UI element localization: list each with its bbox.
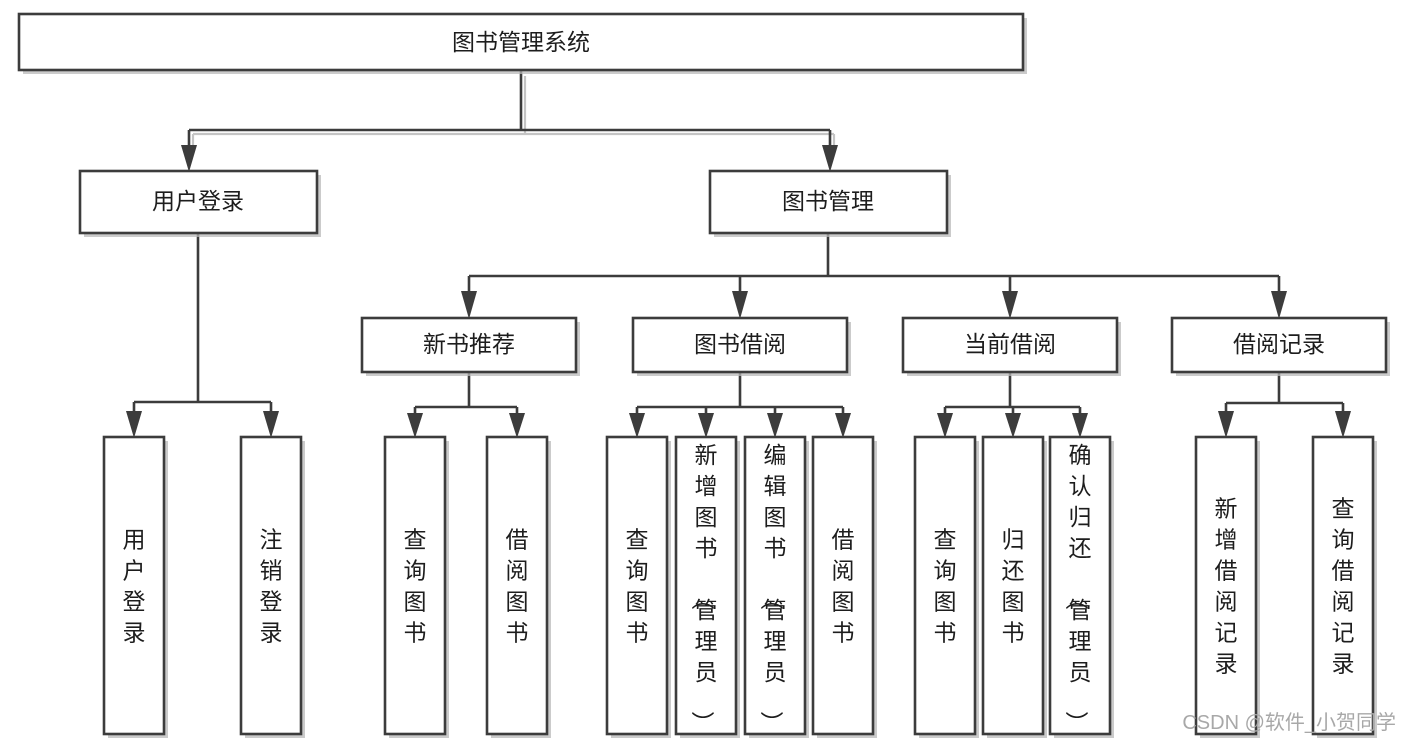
node-leaf-user-logout-box[interactable] xyxy=(239,435,303,736)
node-leaf-query-book-borrow[interactable]: 查询图书 xyxy=(605,435,671,738)
node-book-borrow-box[interactable] xyxy=(631,316,849,374)
node-leaf-query-borrow-record[interactable]: 查询借阅记录 xyxy=(1311,435,1377,738)
node-borrow-records[interactable]: 借阅记录 xyxy=(1170,316,1390,376)
arrow-head-leaf-confirm-return-admin xyxy=(1072,413,1088,438)
node-leaf-add-book-admin[interactable]: 新增图书（管理员） xyxy=(674,435,740,738)
arrow-head-borrow-records xyxy=(1271,291,1287,319)
arrow-head-leaf-borrow-book xyxy=(835,413,851,438)
connector-root-to-level2 xyxy=(181,70,838,172)
connector-user-login-to-leaves xyxy=(126,233,279,438)
node-leaf-user-login-label: 用户登录 xyxy=(123,527,146,646)
node-leaf-edit-book-admin[interactable]: 编辑图书（管理员） xyxy=(743,435,809,738)
node-leaf-edit-book-admin-label: 编辑图书（管理员） xyxy=(759,442,787,734)
node-leaf-query-book-current[interactable]: 查询图书 xyxy=(913,435,979,738)
node-leaf-user-login[interactable]: 用户登录 xyxy=(102,435,168,738)
node-book-management[interactable]: 图书管理 xyxy=(708,169,951,237)
arrow-head-user-login xyxy=(181,145,197,172)
arrow-head-leaf-borrow-book-rec xyxy=(509,413,525,438)
node-root-label: 图书管理系统 xyxy=(452,29,590,55)
node-book-borrow[interactable]: 图书借阅 xyxy=(631,316,851,376)
node-leaf-query-borrow-record-label: 查询借阅记录 xyxy=(1332,496,1355,677)
node-leaf-add-borrow-record-box[interactable] xyxy=(1194,435,1258,736)
node-leaf-add-borrow-record[interactable]: 新增借阅记录 xyxy=(1194,435,1260,738)
node-leaf-borrow-book[interactable]: 借阅图书 xyxy=(811,435,877,738)
node-book-management-label: 图书管理 xyxy=(782,188,874,214)
node-leaf-user-logout-label: 注销登录 xyxy=(260,527,283,646)
node-leaf-query-book-current-box[interactable] xyxy=(913,435,977,736)
node-new-book-recommend-box[interactable] xyxy=(360,316,578,374)
node-leaf-user-logout[interactable]: 注销登录 xyxy=(239,435,305,738)
node-leaf-query-book-borrow-label: 查询图书 xyxy=(626,527,649,646)
arrow-head-leaf-query-borrow-record xyxy=(1335,411,1351,438)
node-leaf-add-book-admin-box[interactable] xyxy=(674,435,738,736)
arrow-head-leaf-user-login xyxy=(126,411,142,438)
arrow-head-leaf-query-book-rec xyxy=(407,413,423,438)
leaf-node-layer: 用户登录 注销登录 查询图书 借阅图书 查询图书 新增图书（管理员） 编辑图书（管理员） 借阅… xyxy=(102,435,1377,738)
arrow-head-leaf-user-logout xyxy=(263,411,279,438)
node-leaf-query-book-current-label: 查询图书 xyxy=(934,527,957,646)
connector-book-borrow-to-leaves xyxy=(629,372,851,438)
node-leaf-return-book-label: 归还图书 xyxy=(1002,527,1025,646)
node-current-borrow-box[interactable] xyxy=(901,316,1119,374)
connector-current-borrow-to-leaves xyxy=(937,372,1088,438)
node-user-login[interactable]: 用户登录 xyxy=(78,169,321,237)
node-new-book-recommend-label: 新书推荐 xyxy=(423,331,515,357)
arrow-head-leaf-add-book-admin xyxy=(698,413,714,438)
node-book-management-box[interactable] xyxy=(708,169,949,235)
node-leaf-confirm-return-admin-box[interactable] xyxy=(1048,435,1112,736)
node-leaf-query-borrow-record-box[interactable] xyxy=(1311,435,1375,736)
node-leaf-borrow-book-box[interactable] xyxy=(811,435,875,736)
csdn-watermark: CSDN @软件_小贺同学 xyxy=(1182,711,1396,734)
connector-new-book-recommend-to-leaves xyxy=(407,372,525,438)
node-leaf-query-book-rec-label: 查询图书 xyxy=(404,527,427,646)
node-leaf-query-book-rec[interactable]: 查询图书 xyxy=(383,435,449,738)
arrow-head-leaf-edit-book-admin xyxy=(767,413,783,438)
node-leaf-confirm-return-admin-label: 确认归还（管理员） xyxy=(1064,442,1092,734)
arrow-head-leaf-query-book-borrow xyxy=(629,413,645,438)
connector-book-management-to-level3 xyxy=(461,233,1287,319)
node-leaf-query-book-borrow-box[interactable] xyxy=(605,435,669,736)
node-current-borrow-label: 当前借阅 xyxy=(964,331,1056,357)
connector-layer xyxy=(126,70,1351,438)
node-leaf-return-book-box[interactable] xyxy=(981,435,1045,736)
arrow-head-leaf-return-book xyxy=(1005,413,1021,438)
node-root[interactable]: 图书管理系统 xyxy=(17,12,1027,74)
node-leaf-edit-book-admin-box[interactable] xyxy=(743,435,807,736)
node-leaf-borrow-book-rec-box[interactable] xyxy=(485,435,549,736)
node-leaf-add-book-admin-label: 新增图书（管理员） xyxy=(690,442,718,734)
connector-borrow-records-to-leaves xyxy=(1218,372,1351,438)
node-leaf-user-login-box[interactable] xyxy=(102,435,166,736)
node-user-login-box[interactable] xyxy=(78,169,319,235)
node-book-borrow-label: 图书借阅 xyxy=(694,331,786,357)
arrow-head-current-borrow xyxy=(1002,291,1018,319)
node-leaf-borrow-book-rec-label: 借阅图书 xyxy=(506,527,529,646)
node-current-borrow[interactable]: 当前借阅 xyxy=(901,316,1121,376)
node-leaf-borrow-book-rec[interactable]: 借阅图书 xyxy=(485,435,551,738)
arrow-head-book-management xyxy=(822,145,838,172)
node-borrow-records-box[interactable] xyxy=(1170,316,1388,374)
node-root-box[interactable] xyxy=(17,12,1025,72)
node-user-login-label: 用户登录 xyxy=(152,188,244,214)
node-leaf-return-book[interactable]: 归还图书 xyxy=(981,435,1047,738)
node-leaf-add-borrow-record-label: 新增借阅记录 xyxy=(1215,496,1238,677)
arrow-head-new-book-recommend xyxy=(461,291,477,319)
arrow-head-leaf-add-borrow-record xyxy=(1218,411,1234,438)
node-new-book-recommend[interactable]: 新书推荐 xyxy=(360,316,580,376)
node-leaf-borrow-book-label: 借阅图书 xyxy=(832,527,855,646)
arrow-head-leaf-query-book-current xyxy=(937,413,953,438)
node-borrow-records-label: 借阅记录 xyxy=(1233,331,1325,357)
node-leaf-confirm-return-admin[interactable]: 确认归还（管理员） xyxy=(1048,435,1114,738)
arrow-head-book-borrow xyxy=(732,291,748,319)
node-leaf-query-book-rec-box[interactable] xyxy=(383,435,447,736)
